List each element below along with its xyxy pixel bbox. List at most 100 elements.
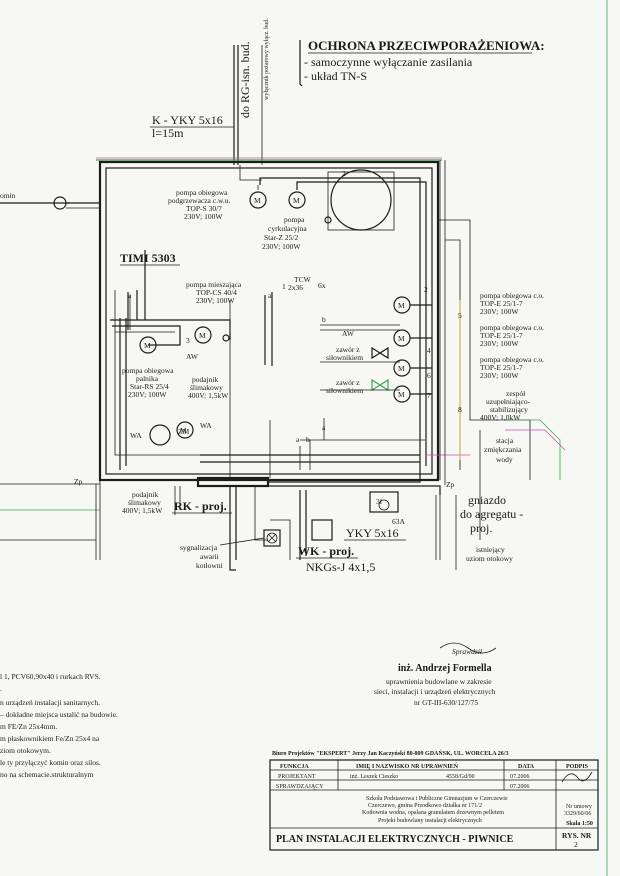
drawing-number: 2 (574, 840, 578, 849)
pump7-line3: 230V; 100W (480, 339, 519, 348)
pump8-line2: TOP-E 25/1-7 (480, 363, 523, 372)
unit9-line2: uzupełniająco- (486, 397, 531, 406)
svg-text:M: M (199, 331, 206, 340)
valve2-line1: zawór z (336, 378, 360, 387)
contract-number: 3329/60/06 (564, 811, 591, 817)
pump8-line3: 230V; 100W (480, 371, 519, 380)
pump-motor-icon: M (288, 191, 306, 209)
pump-motor-icon: M (393, 296, 411, 314)
row1-date: 07.2006 (510, 774, 530, 780)
protection-note: OCHRONA PRZECIWPORAŻENIOWA: - samoczynne… (299, 38, 545, 87)
letter-a-lower: a (322, 423, 326, 432)
project-line2: Czerczewo, gmina Przodkowo działka nr 17… (368, 803, 482, 809)
svg-text:M: M (398, 301, 405, 310)
rg-small-label: wyłącznik pożarowy wyłącz. bud. (264, 18, 270, 100)
fuse-rating: 63A (392, 517, 406, 526)
drawing-number-label: RYS. NR (562, 831, 592, 840)
feeder-bottom-line1: podajnik (132, 490, 158, 499)
feed-length-label: l=15m (152, 126, 184, 140)
letter-a-left: a (128, 291, 132, 300)
cable-number-2-top: 2 (342, 169, 346, 178)
right-structures (0, 219, 566, 541)
cable-number-3: 3 (186, 336, 190, 345)
project-line4: Projekt budowlany instalacji elektryczny… (378, 818, 482, 824)
svg-text:M: M (293, 196, 300, 205)
wk-label: WK - proj. (298, 544, 354, 558)
note-line-4: – dokładne miejsca ustalić na budowie. (0, 710, 118, 719)
cable-number-1: 1 (282, 282, 286, 291)
signal-line2: awarii (200, 552, 219, 561)
cable-number-6: 6 (427, 371, 431, 380)
pump-motor-icon: M (393, 329, 411, 347)
feeder-bottom-line2: ślimakowy (128, 498, 161, 507)
pump4-line3: Star-RS 25/4 (130, 382, 169, 391)
pump6-line3: 230V; 100W (480, 307, 519, 316)
title-block: Biuro Projektów "EKSPERT" Jerzy Jan Kacz… (269, 749, 599, 851)
feeder-line3: 400V; 1,5kW (188, 391, 229, 400)
signer-line2: sieci, instalacji i urządzeń elektryczny… (374, 687, 496, 696)
signer-line3: nr GT-III-630/127/75 (414, 698, 478, 707)
cable-number-4: 4 (427, 346, 431, 355)
softener-line2: zmiękczania (484, 445, 522, 454)
feed-cable-label: K - YKY 5x16 (152, 113, 223, 127)
pump1-line1: pompa obiegowa (176, 188, 228, 197)
letter-b-floor: b (306, 435, 310, 444)
signature-scribble (439, 642, 497, 654)
rg-label: do RG-isn. bud. (238, 41, 252, 118)
pump2-line1: pompa (284, 215, 305, 224)
pump4-line4: 230V; 100W (128, 390, 167, 399)
wa-label-left: WA (130, 431, 142, 440)
softener-line1: stacja (496, 436, 514, 445)
earth-line2: uziom otokowy (466, 554, 513, 563)
nkgs-label: NKGs-J 4x1,5 (306, 560, 375, 574)
zp-label-right: Zp (446, 480, 455, 489)
pump8-line1: pompa obiegowa c.o. (480, 355, 544, 364)
row2-function: SPRAWDZAJĄCY (276, 784, 324, 790)
zm-label: ZM (178, 427, 190, 436)
row1-license: 4558/Gd/90 (446, 774, 475, 780)
cable-tray-lines (129, 160, 446, 485)
pump3-line3: 230V; 100W (196, 296, 235, 305)
row1-name: inż. Leszek Cieszko (350, 774, 398, 780)
valve1-line1: zawór z (336, 345, 360, 354)
pump6-line1: pompa obiegowa c.o. (480, 291, 544, 300)
wa-label-right: WA (200, 421, 212, 430)
note-line-3: n urządzeń instalacji sanitarnych. (0, 698, 100, 707)
project-line1: Szkoła Podstawowa i Publiczne Gimnazjum … (366, 796, 508, 802)
zp-label-left: Zp (74, 477, 83, 486)
scale-label: Skala 1:50 (566, 821, 593, 827)
pump1-line4: 230V; 100W (184, 212, 223, 221)
pump-motor-icon: M (194, 326, 212, 344)
svg-text:M: M (398, 334, 405, 343)
feeder-motor-icon: M (176, 421, 194, 439)
rk-label: RK - proj. (174, 499, 227, 513)
socket-line1: gniazdo (468, 493, 506, 507)
signature-block: Sprawdził inż. Andrzej Formella uprawnie… (374, 642, 497, 707)
signal-line3: kotłowni (196, 561, 223, 570)
th-name: IMIĘ I NAZWISKO NR UPRAWNIEŃ (356, 762, 459, 770)
earth-line1: istniejący (476, 545, 505, 554)
th-sign: PODPIS (566, 764, 589, 770)
valve1-line2: siłownikiem (326, 353, 363, 362)
cable-routes (110, 165, 470, 480)
controller-label: TIMI 5303 (120, 251, 176, 265)
left-cut-label: omin (0, 191, 16, 200)
designer-signature (561, 771, 593, 783)
pump1-line2: podgrzewacza c.w.u. (168, 196, 231, 205)
notes-column: l 1, PCV60,90x40 i rurkach RVS. . n urzą… (0, 672, 118, 779)
svg-text:M: M (398, 364, 405, 373)
pump3-line2: TOP-CS 40/4 (196, 288, 237, 297)
row1-function: PROJEKTANT (278, 774, 316, 780)
protection-heading: OCHRONA PRZECIWPORAŻENIOWA: (308, 38, 545, 53)
unit9-line1: zespół (506, 389, 526, 398)
burner-icon (149, 424, 171, 446)
motorized-valve-icons (371, 346, 389, 392)
protection-line-2: - układ TN-S (304, 69, 367, 83)
letter-a-mid: a (268, 291, 272, 300)
aw-label-right: AW (342, 329, 355, 338)
th-function: FUNKCJA (280, 764, 309, 770)
svg-text:M: M (254, 196, 261, 205)
unit9-line4: 400V; 1,0kW (480, 413, 521, 422)
unit9-line3: stabilizujący (490, 405, 528, 414)
